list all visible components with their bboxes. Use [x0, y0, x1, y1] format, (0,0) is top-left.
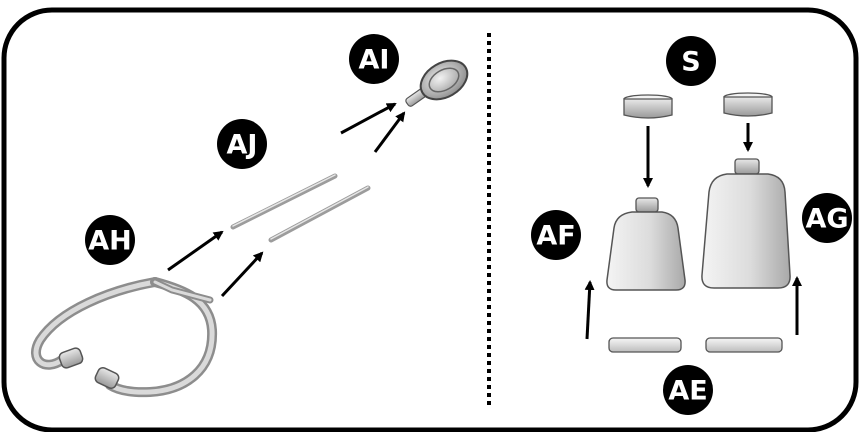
- stethoscope-panel: AI AJ AH: [31, 34, 469, 398]
- label-badge-ae: AE: [663, 365, 713, 415]
- stethoscope-tubes-part: [230, 173, 371, 243]
- arrow-headset-to-tube-1: [167, 230, 224, 272]
- label-s-text: S: [681, 47, 700, 78]
- label-ae-text: AE: [668, 376, 707, 407]
- label-ah-text: AH: [88, 226, 132, 257]
- label-badge-aj: AJ: [217, 119, 267, 169]
- arrow-tube-to-chestpiece-2: [373, 111, 406, 153]
- label-badge-ah: AH: [85, 215, 135, 265]
- label-badge-ai: AI: [349, 34, 399, 84]
- arrow-tube-to-chestpiece-1: [340, 102, 397, 135]
- label-badge-ag: AG: [802, 193, 852, 243]
- label-aj-text: AJ: [227, 130, 258, 161]
- arrow-base-to-small-bottle: [584, 280, 595, 340]
- bottle-small-part: [606, 197, 686, 291]
- stethoscope-chestpiece-part: [405, 59, 469, 107]
- stethoscope-headset-part: [31, 277, 218, 398]
- label-af-text: AF: [536, 221, 575, 252]
- cap-large-part: [723, 92, 773, 117]
- label-badge-af: AF: [531, 210, 581, 260]
- base-small-part: [608, 337, 682, 353]
- bottle-large-part: [701, 158, 791, 289]
- base-large-part: [705, 337, 783, 353]
- arrow-headset-to-tube-2: [220, 251, 264, 298]
- label-badge-s: S: [666, 36, 716, 86]
- label-ai-text: AI: [359, 45, 390, 76]
- cap-small-part: [623, 94, 673, 119]
- bottles-panel: S AF AG AE: [531, 36, 852, 415]
- label-ag-text: AG: [805, 204, 848, 235]
